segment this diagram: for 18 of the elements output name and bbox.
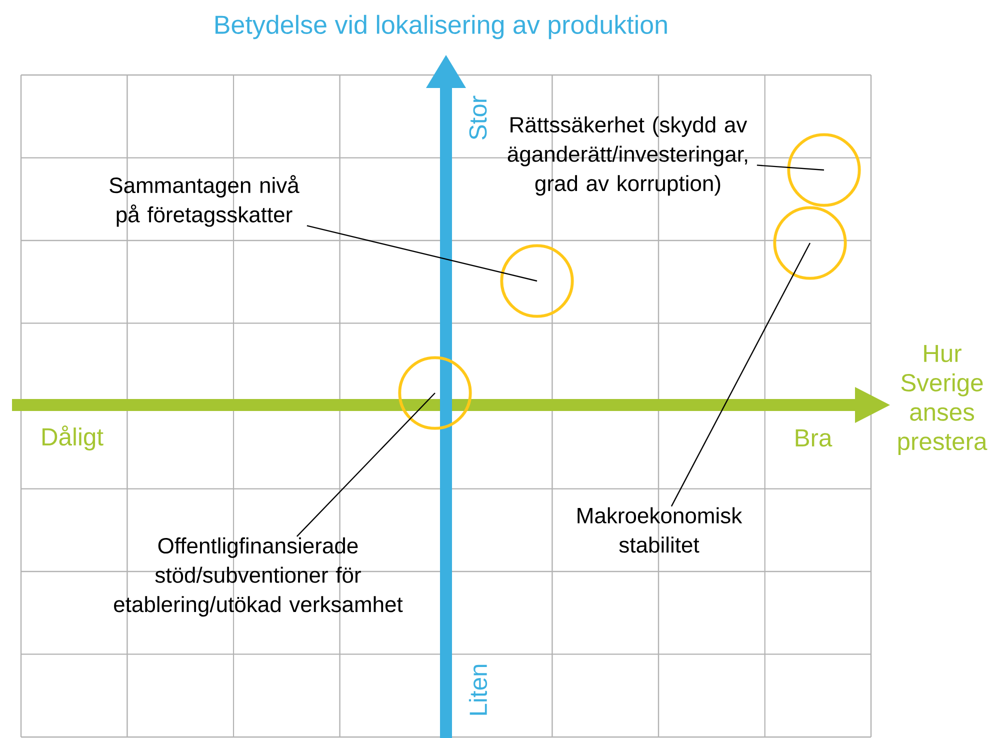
axis-label: Dåligt [42, 426, 104, 450]
highlight-circle [398, 356, 472, 430]
callout-text: Makroekonomisk stabilitet [578, 507, 742, 553]
callout-text: Rättssäkerhet (skydd av äganderätt/investeringar, grad av korruption) [508, 116, 748, 196]
callout-text: Sammantagen nivå på företagsskatter [110, 175, 300, 227]
axis-label: Stor [469, 96, 487, 140]
highlight-circle [787, 133, 861, 207]
leader-line [670, 242, 811, 507]
highlight-circle [500, 244, 574, 318]
callout-text: Offentligfinansierade stöd/subventioner för etablering/utökad verksamhet [114, 537, 403, 617]
highlight-circle [773, 206, 847, 280]
axis-label: Bra [796, 429, 832, 447]
axis-label: Liten [468, 664, 488, 715]
leader-line [306, 225, 538, 282]
leader-line [756, 164, 824, 171]
leader-line [296, 392, 436, 537]
axis-title: Betydelse vid lokalisering av produktion [216, 14, 667, 40]
axis-label: Hur Sverige anses prestera [898, 344, 988, 456]
